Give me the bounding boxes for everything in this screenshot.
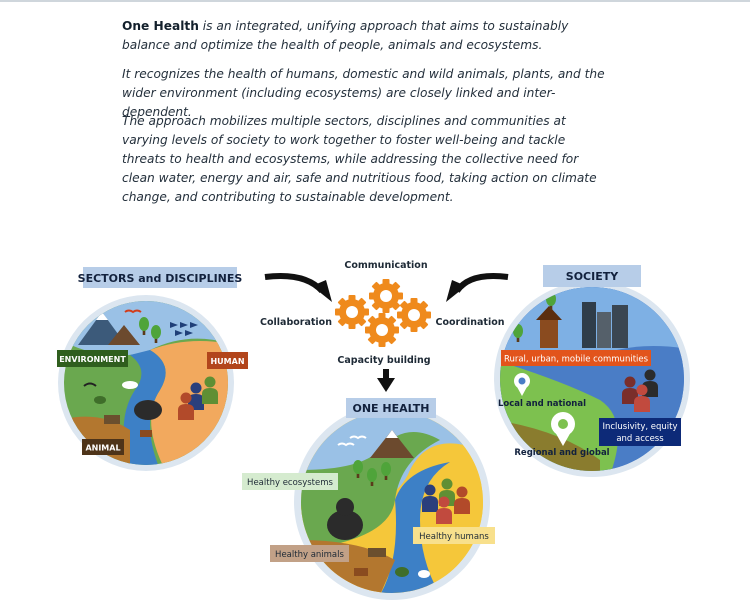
local-national-label: Local and national <box>498 399 586 409</box>
intro-paragraph-1-rest: is an integrated, unifying approach that… <box>122 19 569 52</box>
gear-icon <box>335 295 369 329</box>
society-title: SOCIETY <box>566 270 619 283</box>
animal-label: ANIMAL <box>85 444 120 453</box>
healthy-ecosystems-label: Healthy ecosystems <box>247 478 333 488</box>
gear-icon <box>397 298 431 332</box>
center-cluster: Communication Collaboration Coordination… <box>260 260 509 392</box>
intro-paragraph-2: It recognizes the health of humans, dome… <box>122 67 605 119</box>
inclusivity-label-line1: Inclusivity, equity <box>602 422 677 432</box>
arrow-right-icon <box>446 273 509 302</box>
society-circle: SOCIETY Rural, urban, mobile communities… <box>494 265 690 477</box>
one-health-circle: ONE HEALTH Healthy ecosystems Healthy an… <box>242 398 495 600</box>
regional-global-label: Regional and global <box>514 448 609 458</box>
intro-paragraph-1: One Health is an integrated, unifying ap… <box>122 17 612 55</box>
location-pin-icon <box>514 373 530 396</box>
inclusivity-label-line2: and access <box>616 434 664 444</box>
one-health-term: One Health <box>122 19 199 33</box>
healthy-animals-label: Healthy animals <box>275 550 344 560</box>
environment-label: ENVIRONMENT <box>59 355 126 364</box>
arrow-down-icon <box>377 369 395 392</box>
human-label: HUMAN <box>210 357 244 366</box>
capacity-building-label: Capacity building <box>337 355 430 366</box>
sectors-title: SECTORS and DISCIPLINES <box>78 272 243 285</box>
coordination-label: Coordination <box>435 317 504 328</box>
page-top-rule <box>0 0 750 2</box>
gear-icon <box>365 313 399 347</box>
location-pin-icon <box>551 412 575 446</box>
one-health-title: ONE HEALTH <box>352 402 429 415</box>
intro-paragraph-3: The approach mobilizes multiple sectors,… <box>122 114 597 204</box>
communication-label: Communication <box>344 260 427 271</box>
collaboration-label: Collaboration <box>260 317 332 328</box>
healthy-humans-label: Healthy humans <box>419 532 489 542</box>
arrow-left-icon <box>264 273 332 302</box>
sectors-circle: SECTORS and DISCIPLINES ENVIRONMENT HUMA… <box>57 267 248 471</box>
communities-label: Rural, urban, mobile communities <box>504 355 649 365</box>
gear-icon <box>369 279 403 313</box>
